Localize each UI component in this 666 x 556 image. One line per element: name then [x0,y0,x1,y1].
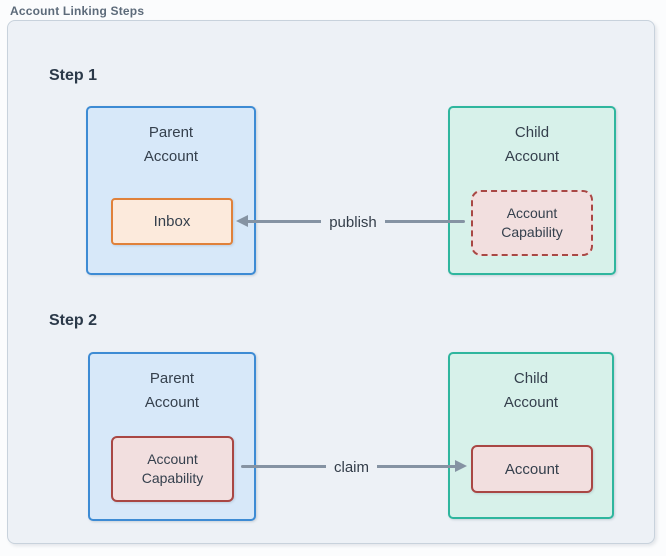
account-linking-container: Step 1 Parent Account Inbox Child Accoun… [7,20,655,544]
right-arrowhead-icon [455,460,467,472]
step1-inbox-box: Inbox [111,198,233,245]
step-2-heading: Step 2 [49,312,98,329]
step2-account-box: Account [471,445,593,493]
step2-parent-account-title: Parent Account [144,370,200,411]
diagram-title: Account Linking Steps [10,4,145,18]
step1-child-account-box: Child Account Account Capability [448,106,616,275]
step2-child-account-title: Child Account [503,370,559,411]
claim-arrow-label: claim [325,458,377,476]
publish-arrow-label: publish [321,213,385,231]
step1-parent-account-box: Parent Account Inbox [86,106,256,275]
claim-arrow: claim [237,455,467,479]
step2-account-capability-box: Account Capability [111,436,234,502]
step1-child-account-title: Child Account [504,124,560,165]
step-1-heading: Step 1 [49,67,98,84]
left-arrowhead-icon [236,215,248,227]
step1-account-capability-box: Account Capability [471,190,593,256]
step2-parent-account-box: Parent Account Account Capability [88,352,256,521]
publish-arrow: publish [236,210,469,234]
step2-child-account-box: Child Account Account [448,352,614,519]
step1-parent-account-title: Parent Account [143,124,199,165]
